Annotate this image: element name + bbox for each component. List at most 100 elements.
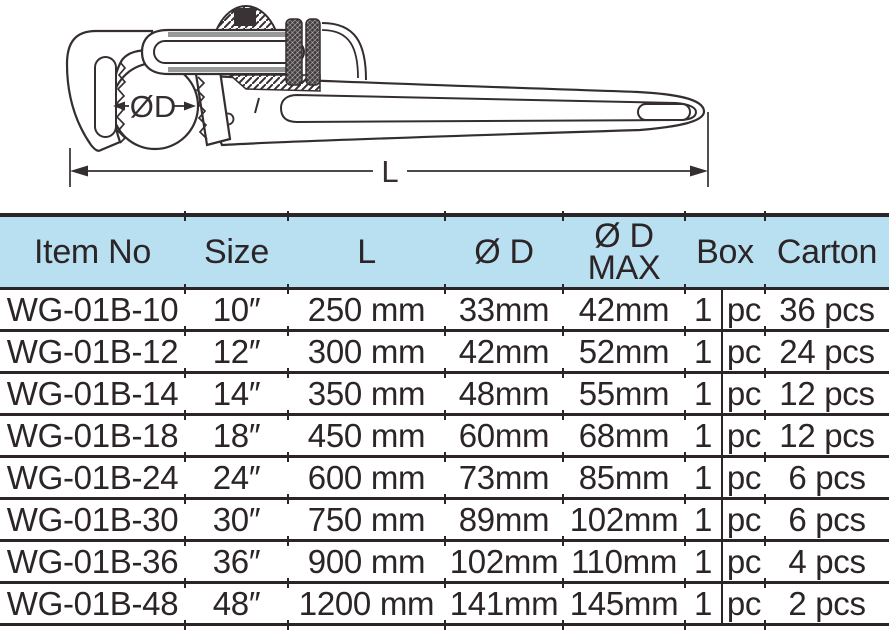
cell-size: 48″ [183, 576, 288, 628]
cell-item-no: WG-01B-18 [0, 414, 185, 458]
diameter-dimension [113, 101, 196, 111]
cell-diameter-max: 145mm [561, 576, 685, 628]
cell-box-qty: 1 [683, 534, 722, 584]
diameter-max-line2: MAX [587, 249, 661, 287]
cell-carton: 12 pcs [763, 408, 889, 458]
cell-diameter-max: 85mm [561, 450, 685, 500]
cell-box-unit: pc [721, 330, 765, 374]
cell-diameter: 33mm [443, 282, 563, 332]
cell-diameter-max: 110mm [561, 534, 685, 584]
cell-diameter-max: 42mm [561, 282, 685, 332]
cell-size: 30″ [183, 492, 288, 542]
cell-box-unit: pc [721, 498, 765, 542]
cell-length: 300 mm [286, 324, 445, 374]
pipe-wrench-svg: ØD L [65, 5, 709, 189]
cell-diameter: 60mm [443, 408, 563, 458]
cell-diameter-max: 102mm [561, 492, 685, 542]
cell-item-no: WG-01B-10 [0, 288, 185, 332]
cell-size: 24″ [183, 450, 288, 500]
spec-table-section: Item No Size L Ø D Ø D MAX Box Carton [0, 208, 889, 628]
cell-diameter: 48mm [443, 366, 563, 416]
cell-size: 18″ [183, 408, 288, 458]
cell-item-no: WG-01B-24 [0, 456, 185, 500]
cell-carton: 36 pcs [763, 282, 889, 332]
cell-length: 1200 mm [286, 576, 445, 628]
table-row: WG-01B-36 36″ 900 mm 102mm 110mm 1 pc 4 … [0, 534, 889, 584]
cell-box-unit: pc [721, 456, 765, 500]
frame-wrap-outer [321, 22, 367, 81]
cell-box-qty: 1 [683, 492, 722, 542]
cell-length: 450 mm [286, 408, 445, 458]
cell-diameter-max: 68mm [561, 408, 685, 458]
shank-slot [153, 40, 305, 64]
cell-item-no: WG-01B-12 [0, 330, 185, 374]
heel-jaw-teeth [195, 76, 208, 140]
table-row: WG-01B-14 14″ 350 mm 48mm 55mm 1 pc 12 p… [0, 366, 889, 416]
length-label: L [381, 154, 398, 189]
table-row: WG-01B-24 24″ 600 mm 73mm 85mm 1 pc 6 pc… [0, 450, 889, 500]
cell-length: 600 mm [286, 450, 445, 500]
cell-box-unit: pc [721, 582, 765, 625]
col-header-diameter: Ø D [443, 208, 563, 290]
cell-box-qty: 1 [683, 324, 722, 374]
cell-length: 900 mm [286, 534, 445, 584]
diameter-max-line1: Ø D [594, 217, 654, 255]
table-row: WG-01B-10 10″ 250 mm 33mm 42mm 1 pc 36 p… [0, 282, 889, 332]
header-row: Item No Size L Ø D Ø D MAX Box Carton [0, 208, 889, 290]
cell-diameter: 42mm [443, 324, 563, 374]
cell-carton: 12 pcs [763, 366, 889, 416]
cell-diameter-max: 55mm [561, 366, 685, 416]
hook-jaw-teeth [115, 61, 127, 144]
shank-shade-top [168, 32, 302, 37]
cell-diameter: 141mm [443, 576, 563, 628]
cell-diameter: 73mm [443, 450, 563, 500]
col-header-length: L [286, 208, 445, 290]
knurled-ring-back [305, 18, 321, 86]
cell-box-unit: pc [721, 288, 765, 332]
cell-length: 750 mm [286, 492, 445, 542]
cell-box-unit: pc [721, 540, 765, 584]
col-header-carton: Carton [763, 208, 889, 290]
handle-mark [254, 97, 260, 114]
col-header-box: Box [683, 208, 765, 290]
cell-item-no: WG-01B-36 [0, 540, 185, 584]
cell-size: 10″ [183, 282, 288, 332]
cell-box-qty: 1 [683, 366, 722, 416]
spec-table: Item No Size L Ø D Ø D MAX Box Carton [0, 208, 889, 628]
length-dimension [69, 112, 709, 187]
shank-shade-bottom [168, 67, 302, 72]
cell-diameter: 89mm [443, 492, 563, 542]
cell-carton: 2 pcs [763, 576, 889, 628]
knurled-ring-front [285, 18, 303, 86]
cell-carton: 6 pcs [763, 492, 889, 542]
table-row: WG-01B-12 12″ 300 mm 42mm 52mm 1 pc 24 p… [0, 324, 889, 374]
cell-carton: 24 pcs [763, 324, 889, 374]
cell-item-no: WG-01B-48 [6, 584, 179, 622]
cell-length: 250 mm [286, 282, 445, 332]
nut-notch [234, 8, 256, 26]
cell-length: 350 mm [286, 366, 445, 416]
cell-box-unit: pc [721, 414, 765, 458]
pipe-wrench-drawing: ØD L [0, 0, 889, 213]
cell-box-qty: 1 [683, 408, 722, 458]
col-header-size: Size [183, 208, 288, 290]
handle-hang-hole [637, 103, 691, 121]
cell-size: 12″ [183, 324, 288, 374]
diameter-label: ØD [130, 89, 177, 124]
col-header-diameter-max: Ø D MAX [561, 208, 685, 290]
col-header-item-no: Item No [0, 215, 185, 290]
cell-item-no: WG-01B-30 [0, 498, 185, 542]
cell-box-qty: 1 [683, 576, 722, 628]
wrench-handle [210, 74, 706, 147]
cell-carton: 6 pcs [763, 450, 889, 500]
cell-box-qty: 1 [683, 450, 722, 500]
table-row: WG-01B-48 48″ 1200 mm 141mm 145mm 1 pc 2… [0, 576, 889, 628]
frame-wrap-inner [321, 29, 359, 79]
cell-diameter: 102mm [443, 534, 563, 584]
cell-size: 14″ [183, 366, 288, 416]
cell-carton: 4 pcs [763, 534, 889, 584]
cell-box-qty: 1 [683, 282, 722, 332]
table-row: WG-01B-30 30″ 750 mm 89mm 102mm 1 pc 6 p… [0, 492, 889, 542]
cell-item-no: WG-01B-14 [0, 372, 185, 416]
